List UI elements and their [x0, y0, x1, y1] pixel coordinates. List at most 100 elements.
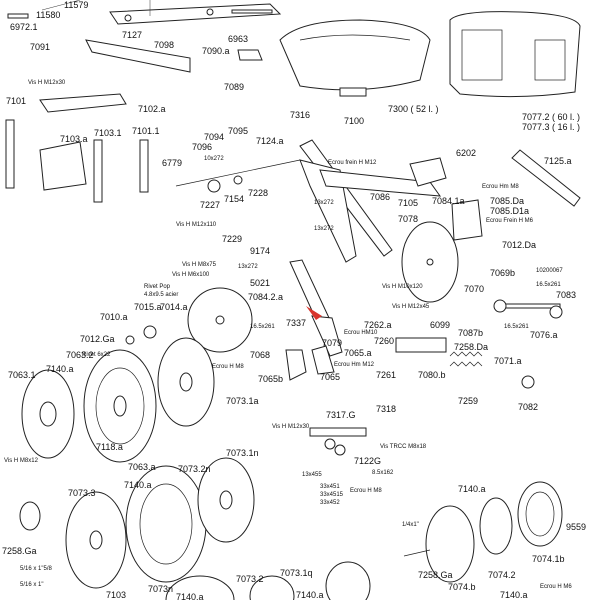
label-7101-1: 7101.1	[132, 126, 160, 136]
note-vis-m6x100: Vis H M6x100	[172, 272, 210, 278]
note-ecrou-hm8: Ecrou Hm M8	[482, 184, 519, 190]
part-7077-hopper	[449, 11, 581, 98]
label-7105: 7105	[398, 198, 419, 208]
note-13x272-a: 13x272	[314, 200, 334, 206]
note-33x452: 33x452	[320, 500, 340, 506]
label-7065a: 7065.a	[344, 348, 372, 358]
label-11579: 11579	[64, 0, 89, 10]
label-7086: 7086	[370, 192, 391, 202]
part-7101-1	[139, 139, 149, 193]
part-7073n-wheel	[165, 575, 235, 600]
note-5-16x1-5-8: 5/16 x 1"5/8	[20, 566, 52, 572]
note-13x455: 13x455	[302, 472, 322, 478]
label-7073-3: 7073.3	[68, 488, 96, 498]
part-7102a	[39, 93, 127, 113]
part-7083	[549, 305, 563, 319]
label-7096: 7096	[192, 142, 213, 152]
label-7140a-3: 7140.a	[458, 484, 486, 494]
label-7261: 7261	[376, 370, 397, 380]
label-7140a-1: 7140.a	[46, 364, 74, 374]
label-7073n: 7073n	[148, 584, 174, 594]
label-10200067: 10200067	[536, 268, 563, 274]
label-7118a: 7118.a	[96, 442, 123, 452]
label-11580: 11580	[36, 10, 61, 20]
label-7084-2a: 7084.2.a	[248, 292, 284, 302]
note-ecrou-m8-b: Ecrou H M8	[212, 364, 244, 370]
part-7080b	[395, 337, 447, 353]
label-7085D1a: 7085.D1a	[490, 206, 530, 216]
note-vis-m10x120: Vis H M10x120	[382, 284, 423, 290]
note-vis-m8x75: Vis H M8x75	[182, 262, 216, 268]
label-7103-bottom: 7103	[106, 590, 127, 600]
label-7103a: 7103.a	[60, 134, 88, 144]
label-7317G: 7317.G	[326, 410, 356, 420]
label-7087b: 7087b	[458, 328, 484, 338]
label-7140a-6: 7140.a	[500, 590, 528, 600]
note-rivet-pop: Rivet Pop	[144, 284, 171, 290]
note-vis-m12x30: Vis H M12x30	[28, 80, 66, 86]
part-7103a	[39, 141, 87, 191]
note-ecrou-hm12: Ecrou Hm M12	[334, 362, 375, 368]
label-7101: 7101	[6, 96, 27, 106]
note-ecrou-m6: Ecrou H M6	[540, 584, 572, 590]
label-7140a-5: 7140.a	[296, 590, 324, 600]
part-7090a	[85, 39, 191, 73]
label-7079: 7079	[322, 338, 343, 348]
label-7318: 7318	[376, 404, 397, 414]
label-7077-3: 7077.3 ( 16 l. )	[522, 122, 581, 132]
label-7127: 7127	[122, 30, 143, 40]
label-7063-2: 7063.2	[66, 350, 94, 360]
label-7071a: 7071.a	[494, 356, 522, 366]
label-7063-1: 7063.1	[8, 370, 36, 380]
red-arrow	[306, 306, 322, 320]
label-7080b: 7080.b	[418, 370, 446, 380]
label-7260: 7260	[374, 336, 395, 346]
part-7082	[521, 375, 535, 389]
label-7085Da: 7085.Da	[490, 196, 525, 206]
label-6099: 6099	[430, 320, 451, 330]
label-7012Ga: 7012.Ga	[80, 334, 115, 344]
label-6963: 6963	[228, 34, 249, 44]
note-13x272-c: 13x272	[238, 264, 258, 270]
label-7095: 7095	[228, 126, 249, 136]
label-7227: 7227	[200, 200, 221, 210]
note-5-16x1: 5/16 x 1"	[20, 582, 44, 588]
part-6963	[231, 9, 273, 14]
note-vis-trcc: Vis TRCC M8x18	[380, 444, 427, 450]
label-7073-1q: 7073.1q	[280, 568, 313, 578]
label-7124a: 7124.a	[256, 136, 284, 146]
part-6972-1	[7, 13, 29, 19]
label-9559: 9559	[566, 522, 587, 532]
note-vis-m12x30-b: Vis H M12x30	[272, 424, 310, 430]
label-7258Da: 7258.Da	[454, 342, 489, 352]
note-vis-m12x45: Vis H M12x45	[392, 304, 430, 310]
label-6972-1: 6972.1	[10, 22, 38, 32]
label-7074-2: 7074.2	[488, 570, 516, 580]
label-7014a: 7014.a	[160, 302, 188, 312]
label-7077-2: 7077.2 ( 60 l. )	[522, 112, 581, 122]
label-7068: 7068	[250, 350, 271, 360]
label-7140a-2: 7140.a	[124, 480, 152, 490]
part-7073-1q-wheel	[325, 561, 371, 600]
note-33x4515: 33x4515	[320, 492, 344, 498]
label-7090a: 7090.a	[202, 46, 230, 56]
part-7073-2-wheel	[249, 575, 295, 600]
note-1-4x1: 1/4x1"	[402, 522, 419, 528]
label-7070: 7070	[464, 284, 485, 294]
part-7074b-wheel	[425, 505, 475, 583]
note-16-5x261-b: 16.5x261	[536, 282, 561, 288]
note-vis-m8x12: Vis H M8x12	[4, 458, 38, 464]
label-7094: 7094	[204, 132, 225, 142]
note-rivet-6x22: Rivet 6x22	[82, 352, 111, 358]
label-7074-1b: 7074.1b	[532, 554, 565, 564]
label-7089: 7089	[224, 82, 245, 92]
part-7103-1	[93, 139, 103, 203]
label-7316: 7316	[290, 110, 311, 120]
label-7300: 7300 ( 52 l. )	[388, 104, 439, 114]
part-7074-2-wheel	[479, 497, 513, 555]
label-7100: 7100	[344, 116, 365, 126]
part-6202	[409, 157, 447, 187]
label-9174: 9174	[250, 246, 271, 256]
part-7065b	[285, 349, 307, 381]
